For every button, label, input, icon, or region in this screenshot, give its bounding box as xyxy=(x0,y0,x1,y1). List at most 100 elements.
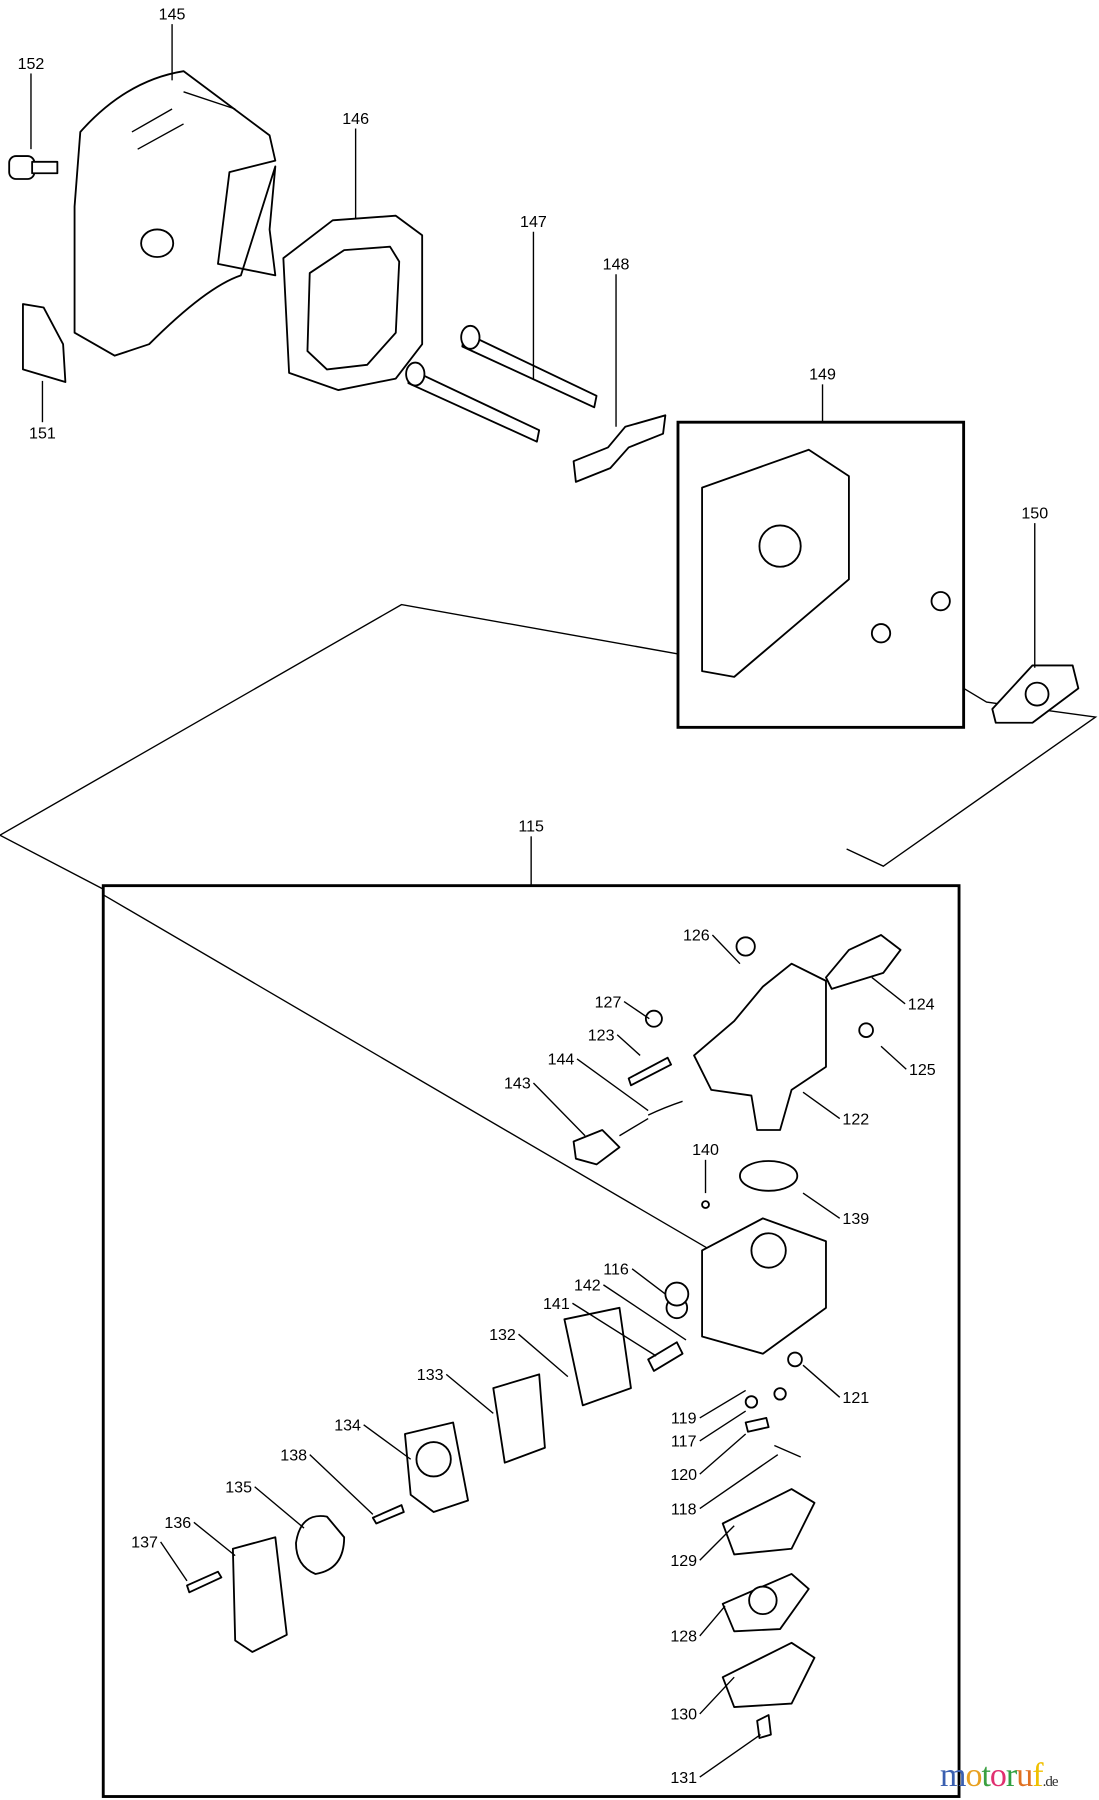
part-number-label: 137 xyxy=(131,1534,158,1552)
callout-119: 119 xyxy=(671,1389,747,1428)
callout-125: 125 xyxy=(880,1045,936,1079)
leader-line xyxy=(254,1486,305,1529)
part-number-label: 121 xyxy=(842,1389,869,1407)
assembly-outline xyxy=(0,603,679,890)
part-number-label: 148 xyxy=(603,256,630,274)
filter-146 xyxy=(282,214,424,391)
callout-118: 118 xyxy=(671,1454,779,1518)
leader-line xyxy=(631,1268,666,1295)
leader-line xyxy=(711,934,741,965)
part-number-label: 115 xyxy=(518,818,544,836)
callout-152: 152 xyxy=(18,55,44,150)
callouts: 1451521461471481491501511151261241271231… xyxy=(18,6,1049,1787)
part-number-label: 133 xyxy=(417,1366,444,1384)
callout-141: 141 xyxy=(543,1295,657,1357)
part-number-label: 136 xyxy=(164,1514,191,1532)
callout-139: 139 xyxy=(802,1192,869,1228)
logo-suffix: .de xyxy=(1042,1774,1059,1790)
callout-142: 142 xyxy=(574,1277,687,1341)
leader-line xyxy=(699,1410,747,1442)
callout-136: 136 xyxy=(164,1514,236,1557)
assembly-box-149 xyxy=(676,420,966,729)
assembly-outline-inner xyxy=(102,894,712,1252)
part-number-label: 119 xyxy=(671,1410,697,1428)
logo-wordmark: motoruf xyxy=(940,1757,1044,1794)
part-number-label: 117 xyxy=(671,1433,697,1451)
part-number-label: 131 xyxy=(670,1769,697,1787)
callout-140: 140 xyxy=(692,1141,719,1194)
assembly-outline-right xyxy=(846,687,1098,867)
leader-line xyxy=(802,1091,841,1120)
leader-line xyxy=(576,1058,649,1112)
part-number-label: 144 xyxy=(548,1051,575,1069)
part-number-label: 150 xyxy=(1021,505,1048,523)
part-number-label: 142 xyxy=(574,1277,601,1295)
callout-137: 137 xyxy=(131,1534,188,1582)
leader-line xyxy=(871,976,906,1005)
leader-line xyxy=(532,1082,586,1137)
callout-135: 135 xyxy=(225,1479,305,1529)
leader-line xyxy=(616,1034,641,1056)
callout-134: 134 xyxy=(334,1417,412,1460)
leader-line xyxy=(802,1192,841,1219)
part-number-label: 135 xyxy=(225,1479,252,1497)
part-number-label: 129 xyxy=(670,1552,697,1570)
leader-line xyxy=(193,1521,236,1557)
leader-line xyxy=(445,1373,494,1414)
leader-line xyxy=(518,1333,569,1378)
part-number-label: 123 xyxy=(588,1027,615,1045)
carburetor-assembly xyxy=(186,934,902,1739)
part-number-label: 151 xyxy=(29,424,56,442)
motoruf-logo: motoruf.de xyxy=(940,1757,1059,1795)
part-number-label: 120 xyxy=(670,1466,697,1484)
callout-143: 143 xyxy=(504,1075,586,1137)
base-149 xyxy=(701,448,951,678)
leader-line xyxy=(699,1525,735,1561)
callout-138: 138 xyxy=(280,1446,374,1515)
leader-line xyxy=(623,1000,650,1020)
bolt-152 xyxy=(8,155,59,180)
callout-120: 120 xyxy=(670,1433,747,1484)
callout-123: 123 xyxy=(588,1027,641,1056)
callout-148: 148 xyxy=(603,256,630,427)
leader-line xyxy=(802,1364,841,1398)
callout-121: 121 xyxy=(802,1364,869,1407)
callout-129: 129 xyxy=(670,1525,735,1570)
leader-line xyxy=(699,1433,747,1475)
leader-line xyxy=(363,1424,412,1460)
callout-117: 117 xyxy=(671,1410,747,1451)
part-number-label: 118 xyxy=(671,1500,697,1518)
part-number-label: 145 xyxy=(159,6,186,24)
part-number-label: 127 xyxy=(595,993,622,1011)
callout-144: 144 xyxy=(548,1051,649,1112)
leader-line xyxy=(699,1676,735,1715)
leader-line xyxy=(699,1454,779,1510)
leader-line xyxy=(309,1454,374,1515)
leader-line xyxy=(160,1541,188,1582)
bolts-147 xyxy=(405,324,598,443)
part-number-label: 140 xyxy=(692,1141,719,1159)
part-number-label: 125 xyxy=(909,1061,936,1079)
callout-133: 133 xyxy=(417,1366,494,1414)
callout-150: 150 xyxy=(1021,505,1048,668)
part-number-label: 138 xyxy=(280,1446,307,1464)
gasket-150 xyxy=(991,664,1080,724)
part-number-label: 132 xyxy=(489,1326,516,1344)
callout-115: 115 xyxy=(518,818,544,886)
leader-line xyxy=(603,1284,687,1341)
callout-145: 145 xyxy=(159,6,186,81)
callout-131: 131 xyxy=(670,1734,761,1787)
callout-128: 128 xyxy=(670,1605,726,1646)
part-number-label: 134 xyxy=(334,1417,361,1435)
leader-line xyxy=(699,1389,747,1419)
callout-149: 149 xyxy=(809,366,836,423)
plate-148 xyxy=(572,414,667,483)
callout-127: 127 xyxy=(595,993,650,1020)
callout-147: 147 xyxy=(520,213,547,379)
leader-line xyxy=(699,1605,726,1637)
part-number-label: 126 xyxy=(683,927,710,945)
part-number-label: 146 xyxy=(342,110,369,128)
leader-line xyxy=(572,1302,657,1357)
part-number-label: 122 xyxy=(842,1110,869,1128)
